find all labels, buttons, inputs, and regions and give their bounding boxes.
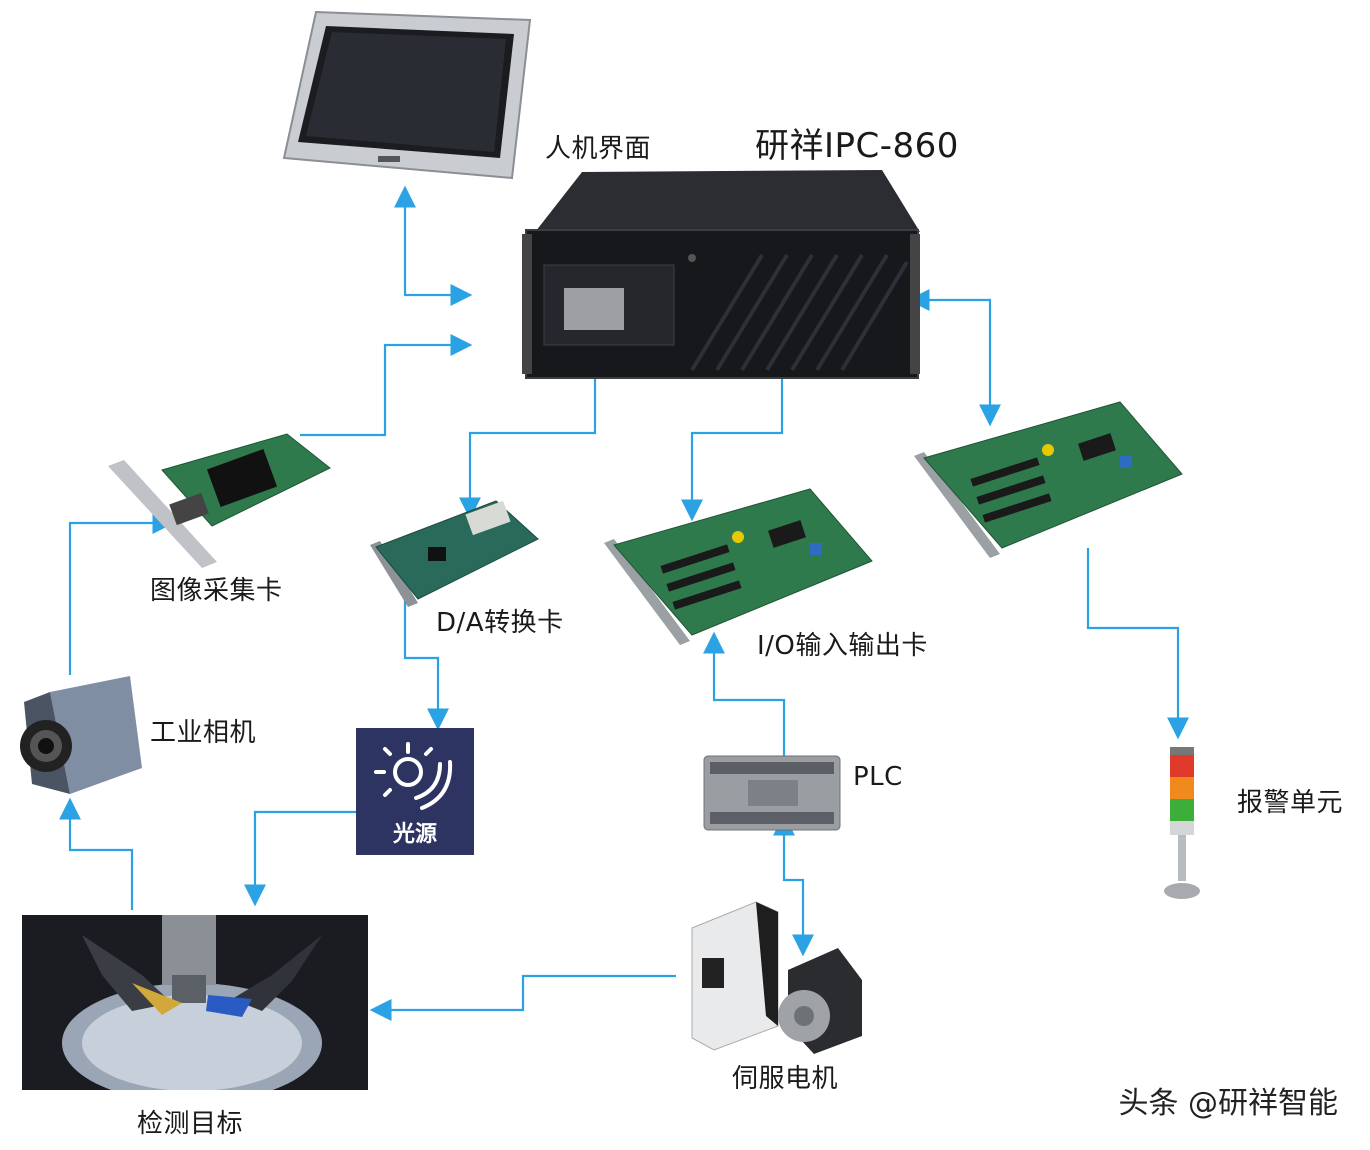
label-ipc: 研祥IPC-860 <box>755 126 959 166</box>
label-alarm: 报警单元 <box>1237 788 1344 818</box>
industrial-camera <box>10 672 145 800</box>
label-da-card: D/A转换卡 <box>436 608 564 638</box>
label-light: 光源 <box>392 822 437 847</box>
light-source-box: 光源 <box>356 728 474 855</box>
arrow-light-target <box>244 810 356 907</box>
label-image-card: 图像采集卡 <box>150 576 283 606</box>
label-camera: 工业相机 <box>150 718 257 748</box>
label-io-card: I/O输入输出卡 <box>757 631 928 661</box>
label-hmi: 人机界面 <box>545 134 652 164</box>
ipc-chassis <box>522 170 920 380</box>
image-capture-card <box>102 430 337 570</box>
arrow-servo-target <box>369 974 676 1021</box>
arrow-plc-servo <box>773 813 814 957</box>
hmi-monitor <box>280 8 534 180</box>
da-converter-card <box>368 495 543 610</box>
arrow-ipc-io2 <box>907 289 1001 427</box>
arrow-imagecard-ipc <box>300 334 473 437</box>
label-servo: 伺服电机 <box>732 1064 839 1094</box>
arrow-target-camera <box>59 797 134 910</box>
arrow-hmi-ipc <box>394 185 473 306</box>
sun-icon <box>374 742 453 810</box>
label-plc: PLC <box>853 762 903 792</box>
arrow-ipc-dacard <box>459 345 597 520</box>
plc-unit <box>702 752 842 834</box>
servo-motor <box>678 898 868 1058</box>
arrow-camera-imagecard <box>68 512 175 675</box>
io-card-1 <box>600 485 875 650</box>
arrow-io2-alarm <box>1086 548 1189 740</box>
io-card-2 <box>910 398 1185 563</box>
arrow-plc-iocard <box>703 631 786 758</box>
inspection-target-photo <box>22 915 368 1090</box>
alarm-tower-light <box>1162 745 1202 903</box>
watermark-text: 头条 @研祥智能 <box>1118 1086 1338 1121</box>
arrow-dacard-light <box>403 600 449 731</box>
arrow-ipc-iocard <box>681 347 793 522</box>
label-target: 检测目标 <box>137 1109 244 1139</box>
